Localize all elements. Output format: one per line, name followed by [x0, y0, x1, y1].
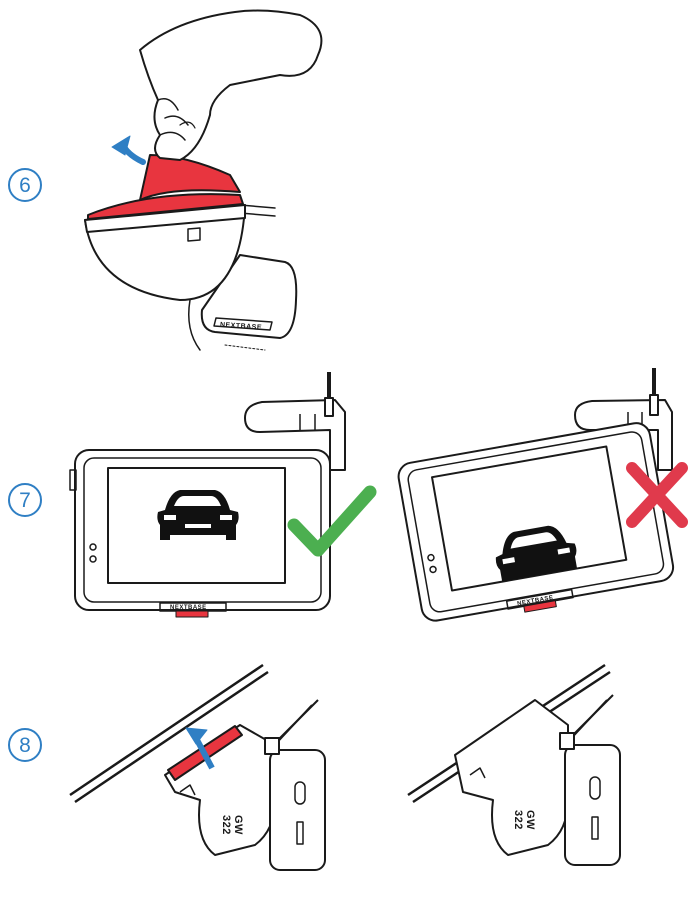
model-text-8b-line2: GW [524, 810, 536, 830]
hand-icon [140, 11, 321, 160]
step-6-illustration: NEXTBASE [85, 11, 321, 350]
step-7-correct-illustration: NEXTBASE [70, 372, 370, 617]
model-text-8b-line1: 322 [512, 810, 524, 830]
nextbase-logo-7a: NEXTBASE [170, 605, 207, 611]
camera-side-8a [270, 750, 325, 870]
model-text-8a-line2: GW [232, 815, 244, 835]
camera-side-8b [565, 745, 620, 865]
step-8-pressing-illustration: 322 GW [70, 665, 325, 870]
model-text-8a-line1: 322 [220, 815, 232, 835]
step-7-wrong-illustration: NEXTBASE [396, 368, 682, 630]
step-8-mounted-illustration: 322 GW [408, 665, 620, 865]
